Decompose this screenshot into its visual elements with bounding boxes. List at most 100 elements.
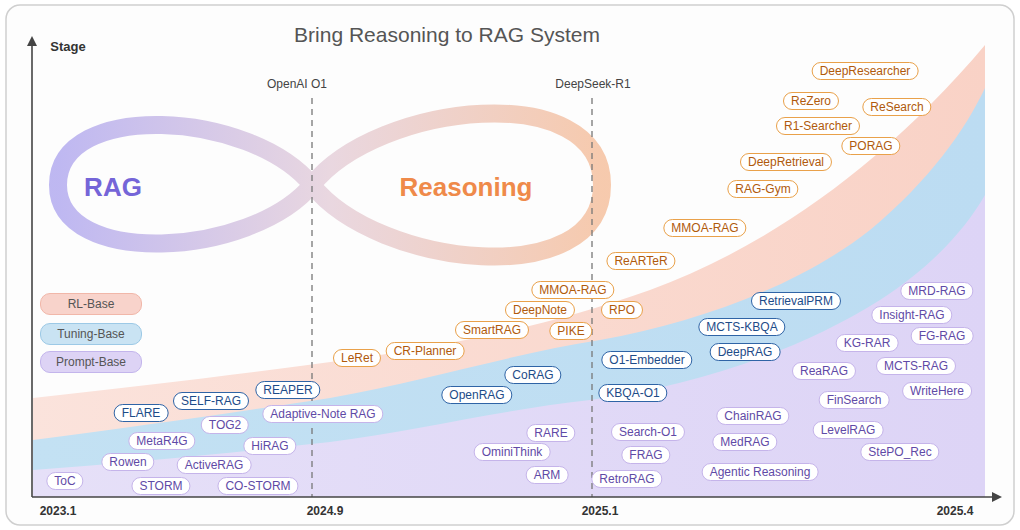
method-pill: LeRet — [333, 349, 381, 367]
method-pill: RAG-Gym — [727, 180, 798, 198]
logo-word: Reasoning — [400, 172, 533, 203]
logo-word: RAG — [84, 172, 142, 203]
method-name: MRD-RAG — [908, 284, 965, 298]
milestone-label: DeepSeek-R1 — [555, 77, 630, 91]
method-name: OpenRAG — [449, 388, 504, 402]
method-name: FLARE — [122, 406, 161, 420]
method-pill: MCTS-KBQA — [698, 318, 785, 336]
tick-label: 2025.4 — [937, 504, 974, 518]
method-pill: Insight-RAG — [871, 306, 952, 324]
method-name: HiRAG — [251, 439, 288, 453]
legend-text: RL-Base — [68, 297, 115, 311]
method-name: ChainRAG — [724, 409, 781, 423]
method-name: OminiThink — [482, 445, 543, 459]
method-pill: REAPER — [255, 381, 320, 399]
method-name: FRAG — [629, 448, 662, 462]
infinity-logo — [58, 113, 602, 256]
method-name: RetrievalPRM — [759, 294, 833, 308]
method-pill: ToC — [46, 472, 83, 490]
method-pill: FG-RAG — [911, 327, 974, 345]
method-pill: ReZero — [783, 92, 839, 110]
legend-text: Prompt-Base — [56, 355, 126, 369]
method-name: RARE — [534, 426, 567, 440]
method-pill: Agentic Reasoning — [702, 463, 819, 481]
method-pill: SELF-RAG — [173, 392, 249, 410]
method-pill: ChainRAG — [716, 407, 789, 425]
method-pill: CO-STORM — [217, 477, 298, 495]
method-name: RPO — [609, 303, 635, 317]
method-pill: MMOA-RAG — [663, 219, 746, 237]
frame — [6, 5, 1014, 525]
method-pill: FRAG — [621, 446, 670, 464]
method-pill: WriteHere — [902, 382, 972, 400]
openai-o1-marker — [311, 98, 312, 497]
method-name: FG-RAG — [919, 329, 966, 343]
method-pill: MetaR4G — [128, 432, 195, 450]
method-pill: RARE — [526, 424, 575, 442]
method-pill: MedRAG — [712, 433, 777, 451]
method-pill: LevelRAG — [813, 421, 884, 439]
method-name: MMOA-RAG — [539, 283, 606, 297]
rl-band — [33, 45, 985, 497]
method-pill: RetroRAG — [591, 470, 662, 488]
method-pill: CoRAG — [504, 366, 561, 384]
method-name: SELF-RAG — [181, 394, 241, 408]
method-pill: TOG2 — [201, 416, 249, 434]
tuning-band — [33, 88, 985, 497]
method-name: CoRAG — [512, 368, 553, 382]
method-pill: SmartRAG — [455, 321, 529, 339]
method-name: KBQA-O1 — [606, 386, 659, 400]
method-name: LeRet — [341, 351, 373, 365]
y-axis-arrow — [27, 36, 37, 46]
method-name: DeepNote — [513, 303, 567, 317]
method-name: ToC — [54, 474, 75, 488]
method-name: ReaRAG — [800, 364, 848, 378]
method-pill: ReaRAG — [792, 362, 856, 380]
method-name: MMOA-RAG — [671, 221, 738, 235]
method-pill: FinSearch — [819, 391, 890, 409]
method-pill: DeepRetrieval — [740, 153, 832, 171]
method-name: MCTS-KBQA — [706, 320, 777, 334]
method-name: MCTS-RAG — [884, 359, 948, 373]
method-pill: MRD-RAG — [900, 282, 973, 300]
method-name: WriteHere — [910, 384, 964, 398]
method-name: R1-Searcher — [784, 119, 852, 133]
method-name: CO-STORM — [225, 479, 290, 493]
method-name: Insight-RAG — [879, 308, 944, 322]
method-pill: RPO — [601, 301, 643, 319]
method-name: ARM — [534, 468, 561, 482]
method-name: REAPER — [263, 383, 312, 397]
x-axis-arrow — [992, 492, 1002, 502]
method-pill: DeepRAG — [710, 343, 781, 361]
legend-swatch: Prompt-Base — [40, 351, 142, 373]
method-name: Rowen — [109, 455, 146, 469]
method-name: PIKE — [557, 324, 584, 338]
tick-label: 2023.1 — [40, 504, 77, 518]
method-pill: ReSearch — [862, 98, 931, 116]
method-pill: FLARE — [114, 404, 169, 422]
method-pill: Search-O1 — [611, 423, 685, 441]
method-pill: Adaptive-Note RAG — [262, 405, 383, 423]
x-axis — [32, 496, 996, 498]
method-name: DeepResearcher — [820, 64, 911, 78]
method-pill: PORAG — [841, 137, 900, 155]
method-name: KG-RAR — [844, 336, 891, 350]
method-name: STORM — [139, 479, 182, 493]
method-name: SmartRAG — [463, 323, 521, 337]
method-pill: STORM — [131, 477, 190, 495]
method-name: Agentic Reasoning — [710, 465, 811, 479]
method-pill: PIKE — [549, 322, 592, 340]
method-name: FinSearch — [827, 393, 882, 407]
tick-label: 2025.1 — [582, 504, 619, 518]
method-name: DeepRetrieval — [748, 155, 824, 169]
method-pill: ARM — [526, 466, 569, 484]
method-name: StePO_Rec — [868, 445, 931, 459]
method-pill: DeepNote — [505, 301, 575, 319]
method-pill: R1-Searcher — [776, 117, 860, 135]
method-name: Adaptive-Note RAG — [270, 407, 375, 421]
method-pill: ActiveRAG — [177, 456, 252, 474]
axis-title: Stage — [50, 39, 85, 54]
method-pill: RetrievalPRM — [751, 292, 841, 310]
method-pill: OminiThink — [474, 443, 551, 461]
method-pill: KBQA-O1 — [598, 384, 667, 402]
